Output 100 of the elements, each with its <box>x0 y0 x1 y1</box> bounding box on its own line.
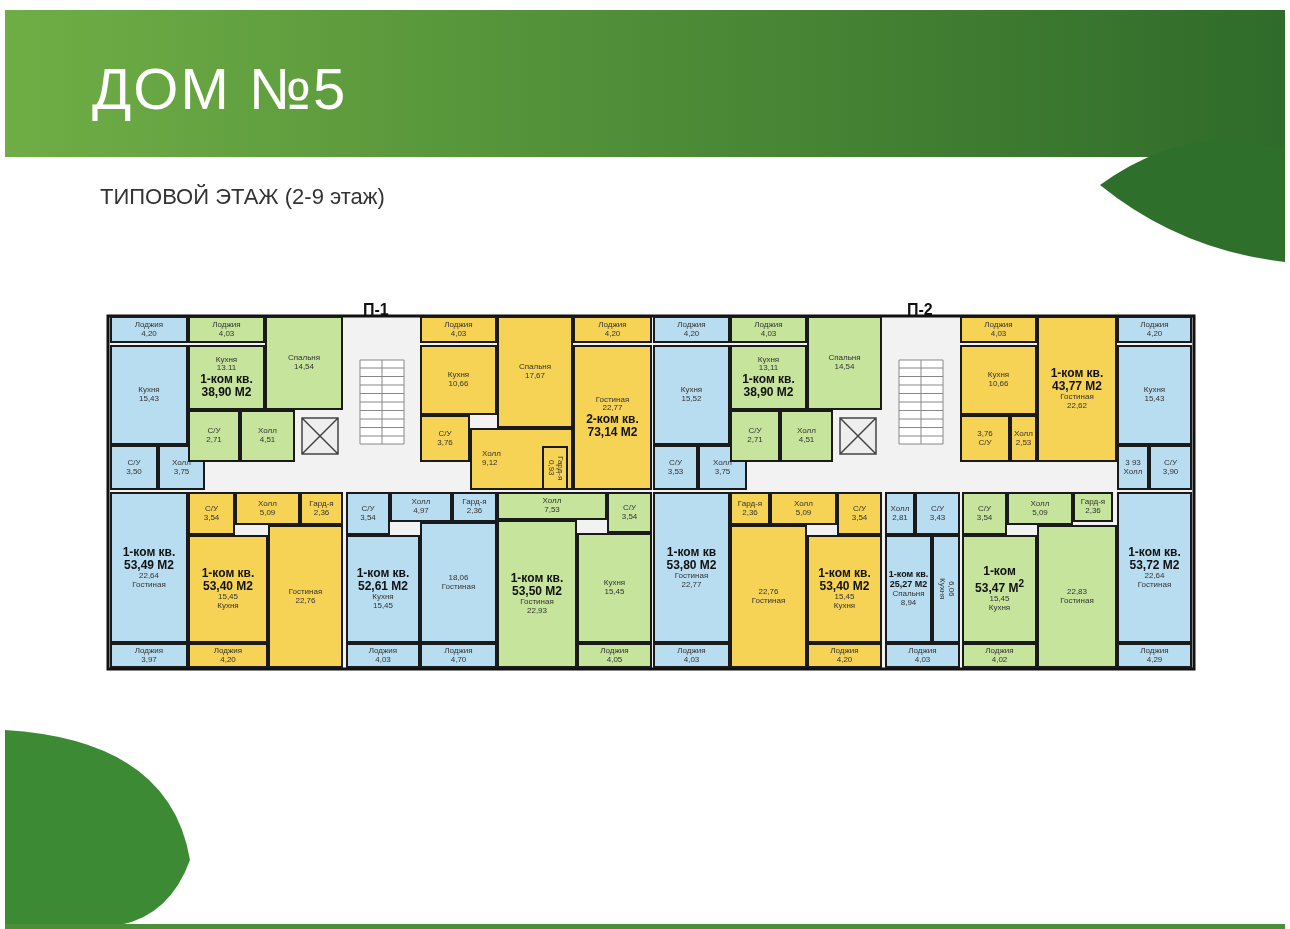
room-name: С/У <box>930 504 945 514</box>
room-name: Холл <box>794 499 813 509</box>
area-value: 15,45 <box>989 595 1010 605</box>
area-value: 4,97 <box>413 507 429 516</box>
room-name: С/У <box>207 427 221 436</box>
area-value: 2,36 <box>313 508 330 518</box>
room <box>1073 492 1113 522</box>
area-value: 3,76 <box>977 429 993 439</box>
room <box>235 492 300 525</box>
area-value: 18,06 <box>448 573 469 583</box>
room <box>807 643 882 668</box>
area-value: 22,83 <box>1067 587 1087 597</box>
room <box>1037 525 1117 668</box>
room-name: Гостиная <box>595 395 630 405</box>
area-value: 8,94 <box>900 598 917 608</box>
apartment-type: 1-ком кв. <box>356 567 410 581</box>
area-value: 3,54 <box>851 513 868 523</box>
room <box>730 345 807 410</box>
area-value: 4,03 <box>375 655 391 665</box>
room-name: С/У <box>852 504 867 514</box>
apartment-type: 1-ком кв. <box>888 570 929 581</box>
room-name: Кухня <box>138 386 160 395</box>
area-value: 13,11 <box>758 364 779 374</box>
area-value: 15,45 <box>604 588 625 597</box>
room-name: Гард-я <box>462 498 487 507</box>
area-value: 4,03 <box>990 329 1007 339</box>
apartment-area: 53,40 М2 <box>202 580 253 594</box>
room-name: Кухня <box>833 602 856 611</box>
room-name: Гостиная <box>520 598 554 608</box>
room <box>346 535 420 643</box>
room-name: Лоджия <box>908 646 937 655</box>
room <box>653 445 698 490</box>
area-value: 7,53 <box>544 506 560 515</box>
room-name: Лоджия <box>754 320 783 329</box>
room-name: Кухня <box>372 593 394 603</box>
room <box>960 316 1037 343</box>
room <box>780 410 833 462</box>
room <box>653 492 730 643</box>
area-value: 3,43 <box>929 513 946 523</box>
room <box>268 525 343 668</box>
apartment-area: 53,47 М$^{2}$ <box>975 578 1024 596</box>
room <box>770 492 837 525</box>
room-name: С/У <box>748 427 762 436</box>
area-value: 2,36 <box>466 507 483 516</box>
area-value: 3 93 <box>1125 458 1141 468</box>
room <box>915 492 960 535</box>
room-name: Лоджия <box>598 320 627 329</box>
room-name: Кухня <box>603 579 626 588</box>
apartment-type: 1-ком кв. <box>1050 367 1104 381</box>
room <box>188 643 268 668</box>
room-name: Спальня <box>828 354 861 363</box>
area-value: 3,50 <box>126 467 142 477</box>
room <box>962 643 1037 668</box>
area-value: 6,06 <box>946 581 955 597</box>
area-value: 5,09 <box>795 508 812 518</box>
room-name: С/У <box>668 458 683 468</box>
room <box>730 525 807 668</box>
apartment-area: 73,14 М2 <box>587 426 638 440</box>
room <box>960 345 1037 415</box>
room <box>420 522 497 643</box>
apartment-area: 53,72 М2 <box>1129 558 1180 572</box>
room <box>607 492 652 533</box>
room <box>807 535 882 643</box>
area-value: 0,93 <box>546 460 555 476</box>
apartment-type: 1-ком <box>983 565 1016 579</box>
room-name: Холл <box>1123 467 1143 477</box>
room <box>110 445 158 490</box>
apartment-type: 1-ком кв. <box>201 567 255 581</box>
room <box>932 535 960 643</box>
area-value: 3,75 <box>173 467 190 477</box>
apartment-type: 2-ком кв. <box>586 413 639 427</box>
room <box>730 316 807 343</box>
area-value: 3,54 <box>621 512 638 522</box>
area-value: 4,29 <box>1146 655 1163 665</box>
room-name: Лоджия <box>134 320 164 329</box>
room <box>346 492 390 535</box>
area-value: 15,45 <box>834 593 855 603</box>
area-value: 3,54 <box>203 513 220 523</box>
area-value: 22,62 <box>1067 402 1087 411</box>
room <box>1117 643 1192 668</box>
room-name: Гард-я <box>1080 498 1106 507</box>
room-name: Спальня <box>518 363 552 372</box>
room-name: Спальня <box>287 354 321 363</box>
subtitle: ТИПОВОЙ ЭТАЖ (2-9 этаж) <box>100 184 385 210</box>
room <box>497 520 577 668</box>
room-name: Гард-я <box>309 499 334 508</box>
room <box>837 492 882 535</box>
room-name: С/У <box>127 458 141 468</box>
room-name: Холл <box>258 427 277 436</box>
area-value: 17,67 <box>525 372 545 381</box>
entrance-label: П-1 <box>363 301 389 319</box>
area-value: 22,93 <box>527 607 547 616</box>
room <box>885 535 932 643</box>
room <box>497 316 573 428</box>
room-name: Кухня <box>757 355 780 364</box>
apartment-area: 53,80 М2 <box>666 558 717 572</box>
area-value: 22,76 <box>758 587 779 597</box>
area-value: 15,43 <box>1144 395 1165 404</box>
room <box>240 410 295 462</box>
area-value: 15,45 <box>373 602 393 611</box>
